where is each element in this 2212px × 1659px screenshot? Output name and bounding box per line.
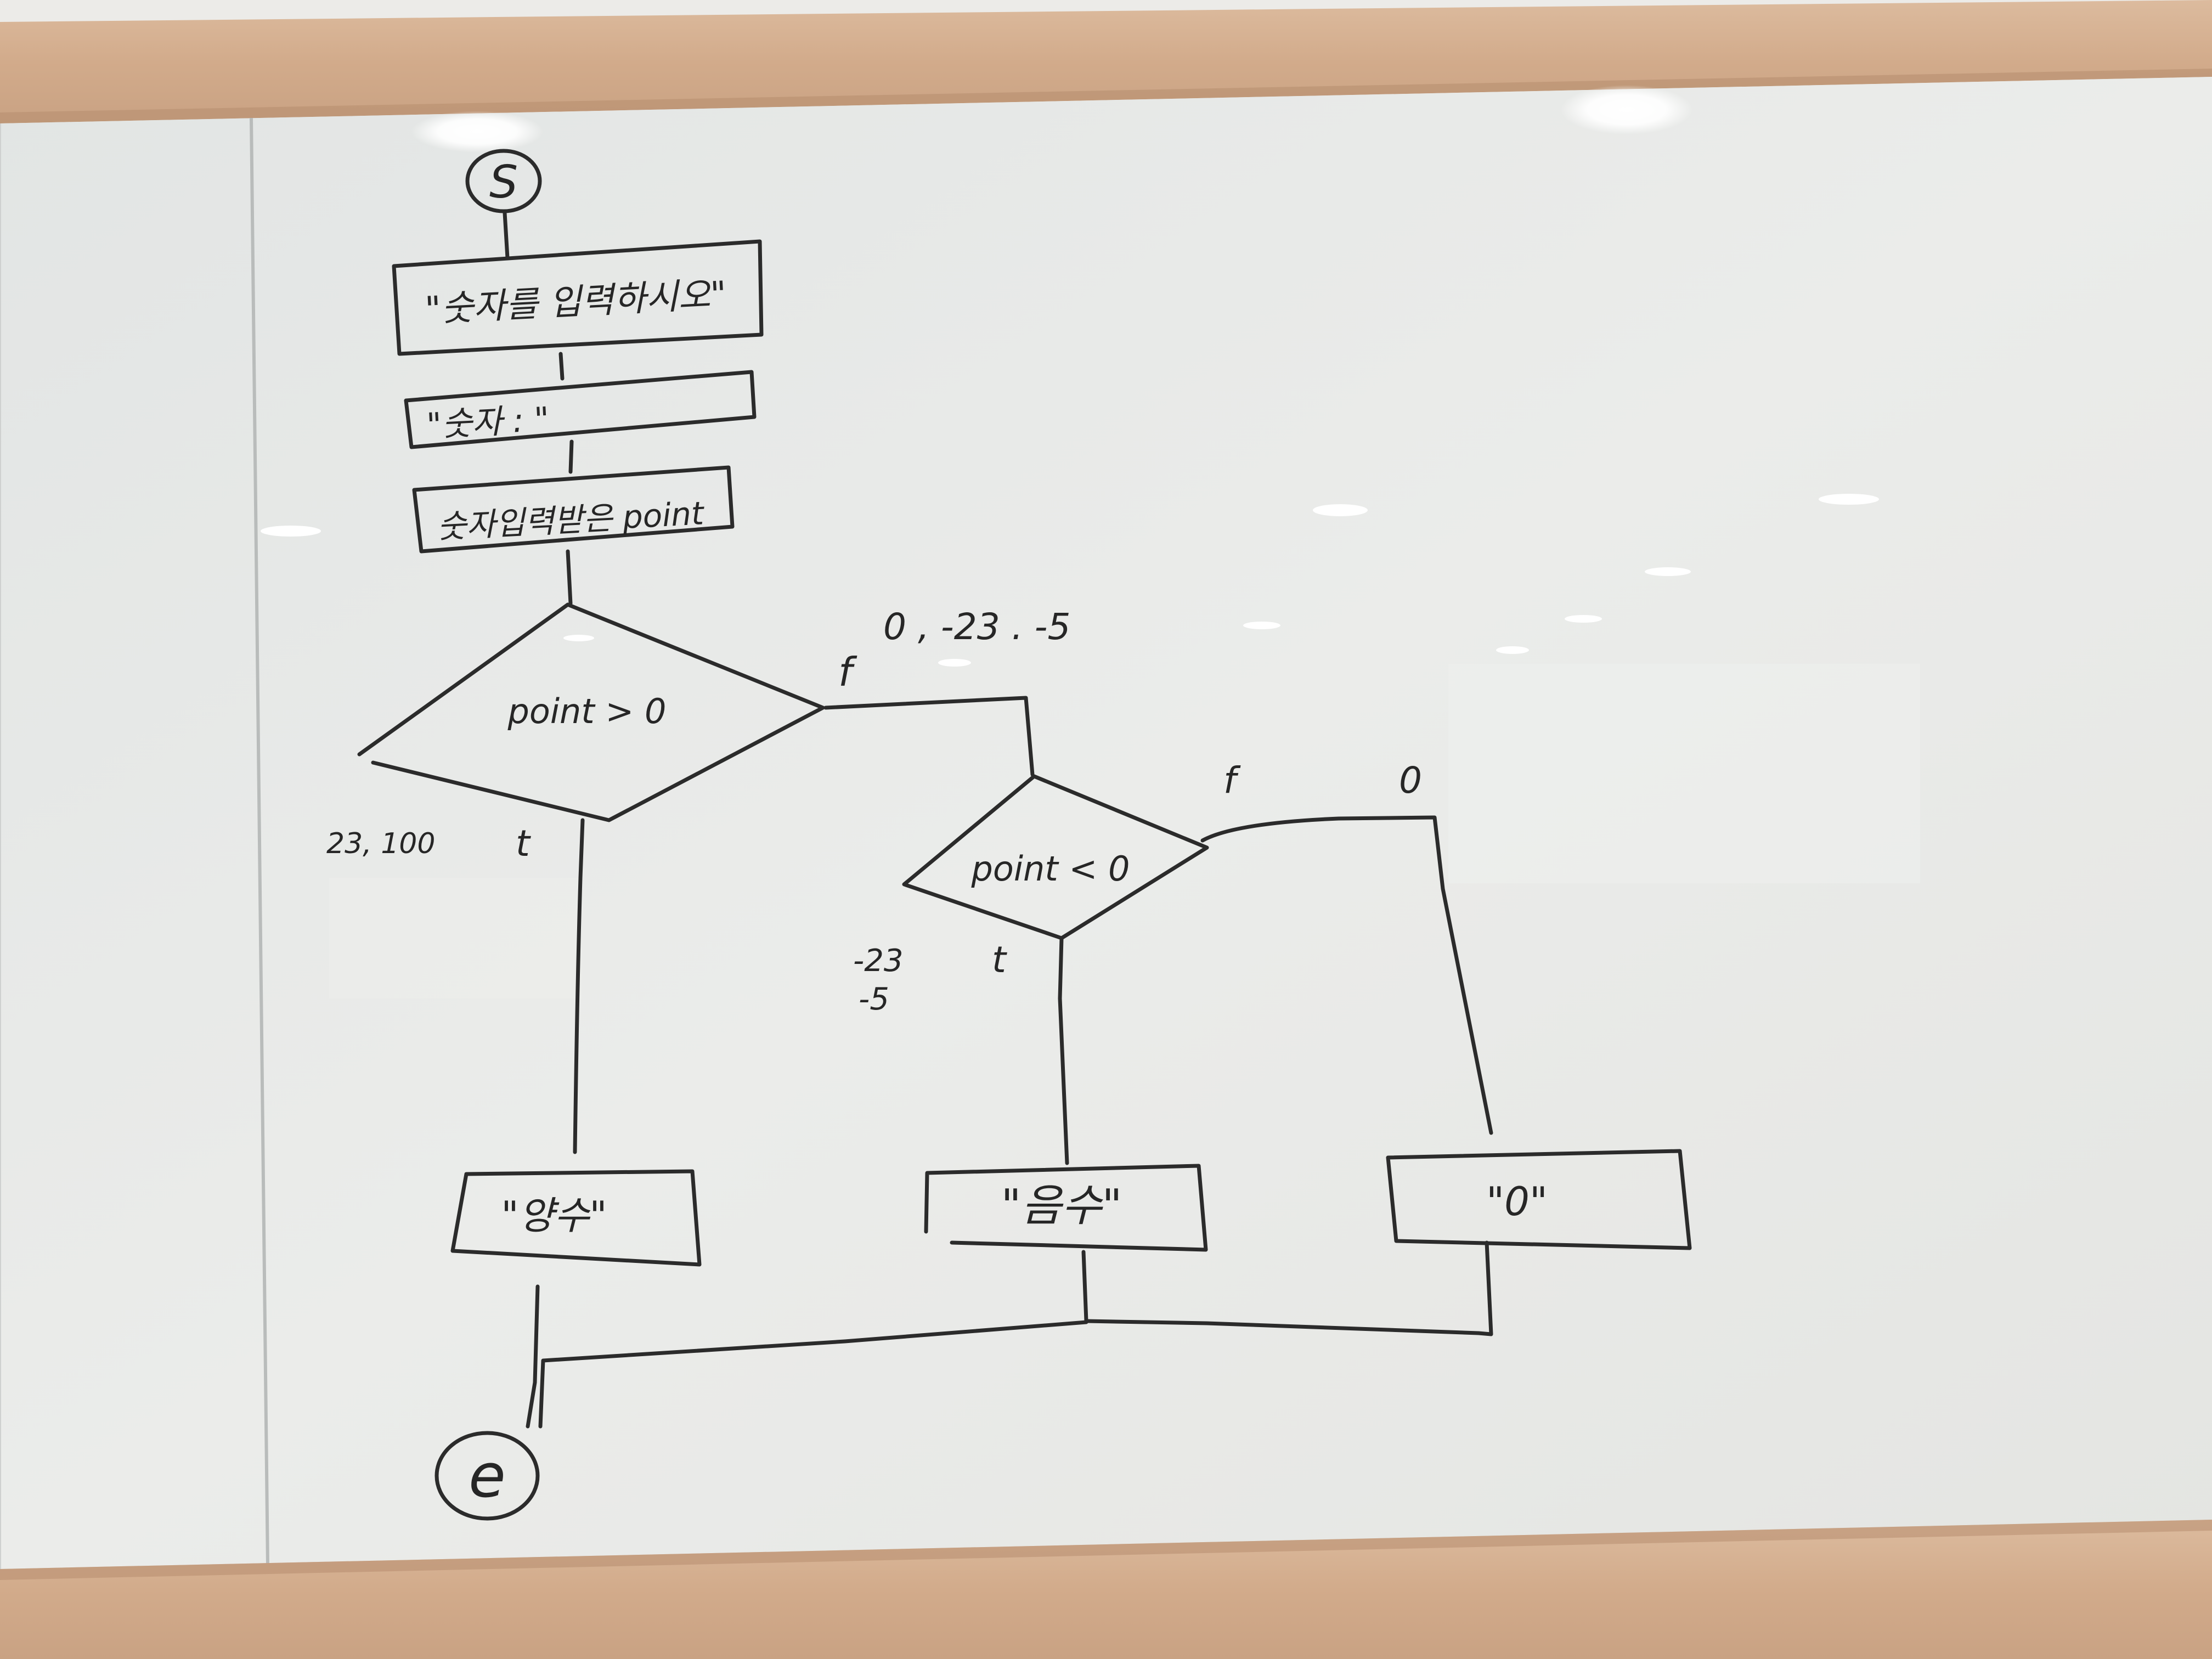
flowchart: S "숫자를 입력하시오" "숫자 : " 숫자입력받은 point point… [326,149,1692,1521]
print-number-text: "숫자 : " [426,400,550,445]
merge-line-right [1084,1319,1481,1335]
panel-seam [250,117,269,1567]
lamp-reflection-8 [1565,615,1602,623]
input-box [412,465,735,554]
decision2-true-line [1058,936,1069,1165]
negative-down-line [1081,1250,1088,1323]
output-zero-text: "0" [1486,1178,1548,1224]
connector-input-decision1 [566,549,573,606]
merge-line-left [538,1320,1088,1429]
decision2-text: point < 0 [971,849,1130,889]
decision2-false-example: 0 [1399,759,1422,802]
whiteboard-surface [0,77,2212,1569]
bottom-wood-frame [0,1520,2212,1659]
decision1-true-line [573,818,585,1154]
decision1-false-examples: 0 , -23 . -5 [883,606,1070,648]
lamp-reflection-6 [1645,567,1691,576]
decision2-false-line [1200,815,1493,1135]
output-negative-text: "음수" [1001,1180,1122,1231]
zero-down-line [1476,1240,1493,1336]
end-terminal [435,1431,540,1521]
decision1-false-line [823,696,1035,777]
top-frame-shadow [0,69,2212,123]
lamp-reflection-11 [563,635,594,641]
start-terminal [465,149,542,213]
print-number-box [404,370,757,449]
output-zero-box [1386,1149,1692,1250]
start-label: S [489,156,518,208]
lamp-reflection-9 [1496,646,1529,654]
connector-number-input [568,439,574,474]
decision1-text: point > 0 [507,691,667,731]
print-prompt-box [392,239,764,356]
connector-prompt-number [558,352,565,381]
top-wood-frame [0,0,2212,123]
output-positive-text: "양수" [501,1193,607,1238]
connector-start-prompt [503,211,510,260]
reflection-panel-2 [329,878,582,998]
decision2-true-label: t [992,939,1007,981]
reflection-panel [1448,664,1920,883]
output-positive-box [450,1169,702,1267]
decision1-true-examples: 23, 100 [326,827,435,860]
lamp-reflection-3 [261,526,321,537]
lamp-reflection-2 [1561,85,1692,134]
lamp-reflection-4 [1313,504,1368,516]
decision1-true-label: t [516,822,531,865]
decision2-true-examples-2: -5 [859,981,889,1017]
lamp-reflection-5 [1819,494,1879,505]
lamp-reflection-10 [938,659,971,667]
positive-down-line [526,1284,540,1429]
decision1-diamond [357,602,825,822]
lamp-reflection-1 [411,111,543,153]
end-label: e [469,1441,506,1511]
bottom-frame-edge [0,1520,2212,1580]
decision2-true-examples-1: -23 [853,943,903,979]
lamp-reflection-7 [1243,622,1280,629]
output-negative-box [924,1164,1208,1252]
